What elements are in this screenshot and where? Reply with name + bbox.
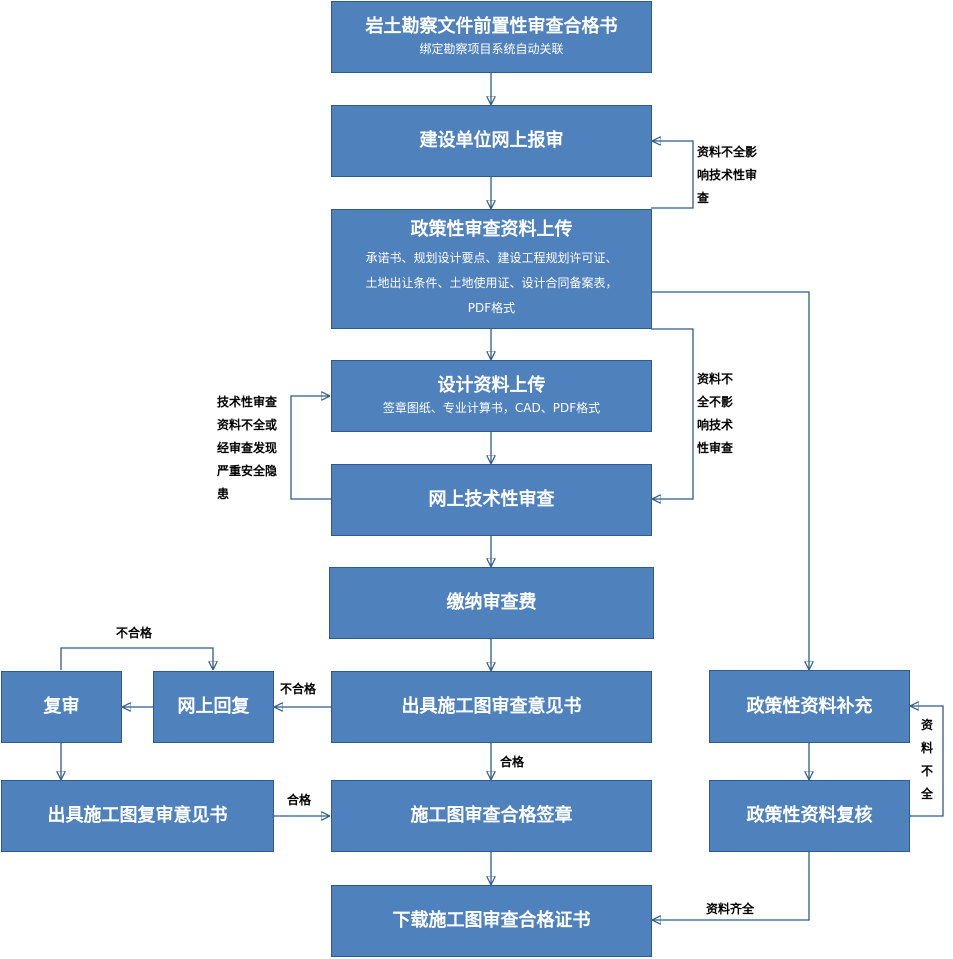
- edge-label-line: 资料不全影: [697, 145, 758, 159]
- node-title: 建设单位网上报审: [419, 130, 564, 151]
- arrow-n9-n8-loop: [60, 647, 213, 670]
- edge-label-qualified-re-review: 合格: [287, 793, 312, 807]
- edge-label-line: 响技术: [697, 418, 734, 432]
- edge-label-line: 全不影: [697, 395, 734, 409]
- node-design-docs-upload[interactable]: 设计资料上传 签章图纸、专业计算书，CAD、PDF格式: [331, 360, 652, 432]
- edge-label-docs-complete: 资料齐全: [706, 902, 755, 916]
- node-title: 出具施工图复审意见书: [47, 805, 228, 826]
- node-title: 施工图审查合格签章: [410, 805, 573, 826]
- node-title: 网上回复: [177, 696, 250, 717]
- node-download-certificate[interactable]: 下载施工图审查合格证书: [331, 885, 652, 957]
- edge-label-line: 严重安全隐: [217, 464, 278, 478]
- node-title: 出具施工图审查意见书: [401, 696, 582, 717]
- edge-label-line: 响技术性审: [697, 168, 758, 182]
- edge-label-incomplete-docs-affect-review: 资料不全影 响技术性审 查: [697, 141, 757, 210]
- edge-label-line: 全: [921, 787, 934, 801]
- node-subtitle-3: PDF格式: [467, 300, 516, 315]
- edge-label-unqualified: 不合格: [280, 682, 317, 696]
- node-subtitle: 绑定勘察项目系统自动关联: [419, 42, 564, 56]
- arrow-n5-n4-loop: [290, 396, 331, 500]
- node-title: 岩土勘察文件前置性审查合格书: [365, 16, 618, 37]
- node-title: 设计资料上传: [437, 375, 546, 396]
- node-title: 政策性审查资料上传: [410, 218, 573, 240]
- edge-label-unqualified-loop: 不合格: [116, 626, 153, 640]
- node-title: 网上技术性审查: [428, 489, 555, 510]
- edge-label-line: 料: [921, 741, 934, 755]
- node-title: 政策性资料补充: [746, 695, 873, 717]
- node-geotech-precheck-certificate[interactable]: 岩土勘察文件前置性审查合格书 绑定勘察项目系统自动关联: [331, 1, 652, 73]
- node-title: 政策性资料复核: [746, 805, 873, 826]
- node-pay-review-fee[interactable]: 缴纳审查费: [329, 567, 654, 639]
- node-qualified-signature[interactable]: 施工图审查合格签章: [331, 780, 652, 852]
- arrow-n3-n13: [651, 291, 809, 669]
- edge-label-line: 患: [217, 487, 230, 501]
- edge-label-line: 不: [921, 764, 934, 778]
- edge-label-line: 资: [921, 718, 934, 732]
- arrow-n3-n2-loop: [651, 141, 694, 209]
- edge-label-incomplete-docs-no-effect: 资料不 全不影 响技术 性审查: [697, 368, 733, 460]
- edge-label-incomplete-policy-docs: 资 料 不 全: [921, 714, 933, 806]
- node-online-reply[interactable]: 网上回复: [153, 671, 274, 743]
- edge-label-line: 经审查发现: [217, 441, 278, 455]
- node-policy-docs-upload[interactable]: 政策性审查资料上传 承诺书、规划设计要点、建设工程规划许可证、 土地出让条件、土…: [331, 209, 652, 329]
- arrow-n14-n12: [653, 852, 810, 920]
- node-subtitle-2: 土地出让条件、土地使用证、设计合同备案表，: [365, 275, 618, 290]
- node-re-review[interactable]: 复审: [1, 671, 122, 743]
- edge-label-technical-issues: 技术性审查 资料不全或 经审查发现 严重安全隐 患: [217, 391, 277, 506]
- edge-label-line: 性审查: [697, 441, 734, 455]
- edge-label-qualified-main: 合格: [500, 755, 525, 769]
- arrow-n14-n13-loop: [909, 706, 944, 817]
- node-title: 下载施工图审查合格证书: [392, 910, 591, 931]
- node-online-submission[interactable]: 建设单位网上报审: [331, 105, 652, 177]
- node-issue-re-review-opinion[interactable]: 出具施工图复审意见书: [1, 780, 274, 852]
- node-online-technical-review[interactable]: 网上技术性审查: [331, 464, 652, 536]
- node-policy-docs-supplement[interactable]: 政策性资料补充: [709, 670, 910, 743]
- arrow-n3-n5-loop: [651, 328, 694, 499]
- node-subtitle-1: 承诺书、规划设计要点、建设工程规划许可证、: [365, 250, 618, 265]
- edge-label-line: 查: [697, 191, 710, 205]
- edge-label-line: 资料不: [697, 372, 734, 386]
- node-subtitle: 签章图纸、专业计算书，CAD、PDF格式: [382, 401, 601, 415]
- node-policy-docs-recheck[interactable]: 政策性资料复核: [709, 780, 910, 852]
- edge-label-line: 资料不全或: [217, 418, 278, 432]
- node-title: 复审: [43, 696, 80, 717]
- node-title: 缴纳审查费: [446, 592, 537, 613]
- node-issue-review-opinion[interactable]: 出具施工图审查意见书: [331, 671, 652, 743]
- edge-label-line: 技术性审查: [217, 395, 278, 409]
